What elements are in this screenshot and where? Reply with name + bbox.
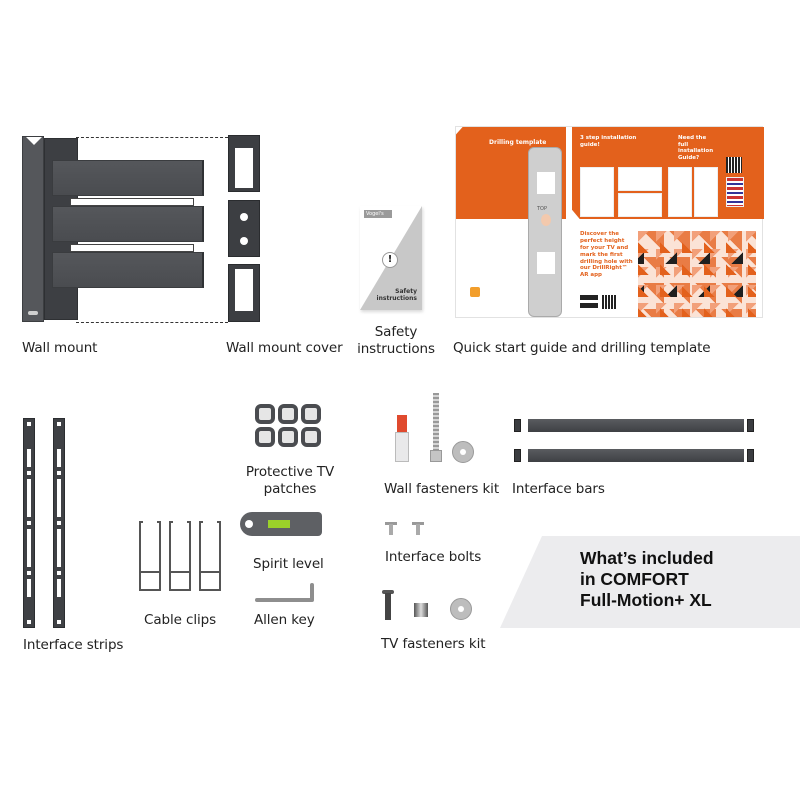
wall-anchor — [395, 432, 409, 462]
label-quick-start-guide: Quick start guide and drilling template — [453, 340, 711, 356]
label-interface-bolts: Interface bolts — [385, 549, 482, 565]
cover-bottom — [228, 264, 260, 322]
dashed-guide-top — [76, 137, 228, 138]
drilling-template-title: Drilling template — [489, 139, 547, 146]
title-line-2: in COMFORT — [580, 569, 689, 589]
allen-key-image — [255, 598, 313, 602]
label-cable-clips: Cable clips — [144, 612, 217, 628]
google-play-badge — [580, 295, 598, 300]
booklet-title-2: instructions — [376, 294, 417, 302]
label-patches-line2: patches — [263, 480, 317, 497]
drilling-template-strip: TOP — [528, 147, 562, 317]
booklet-title-1: Safety — [395, 287, 417, 295]
label-allen-key: Allen key — [254, 612, 315, 628]
step-3b-illustration — [694, 167, 718, 217]
title-line-1: What’s included — [580, 548, 714, 568]
label-wall-mount-cover: Wall mount cover — [226, 340, 343, 356]
step-2b-illustration — [618, 193, 662, 217]
app-qr-code — [602, 295, 616, 309]
cover-middle — [228, 200, 260, 257]
discover-text: Discover the perfect height for your TV … — [580, 231, 633, 279]
label-interface-strips: Interface strips — [23, 637, 124, 653]
wall-anchor-red-cap — [397, 415, 407, 433]
wall-plate — [22, 136, 44, 322]
interface-strip-right — [53, 418, 65, 628]
qr-code — [726, 157, 742, 173]
dashed-guide-bottom — [76, 322, 228, 323]
need-full-guide: Need the full installation Guide? — [678, 135, 714, 161]
label-interface-bars: Interface bars — [512, 481, 605, 497]
interface-bar-top — [528, 419, 744, 432]
interface-bar-bottom — [528, 449, 744, 462]
arm-gap — [70, 198, 194, 206]
cover-top — [228, 135, 260, 192]
spirit-level-image — [240, 512, 322, 536]
label-safety-line1: Safety — [374, 324, 418, 340]
label-wall-fasteners: Wall fasteners kit — [384, 481, 500, 497]
steps-title: 3 step installation guide! — [580, 135, 637, 148]
step-3a-illustration — [668, 167, 692, 217]
app-store-badge — [580, 303, 598, 308]
quick-start-guide-image: Drilling template 3 step installation gu… — [455, 126, 764, 318]
label-spirit-level: Spirit level — [253, 556, 324, 572]
cable-clip — [169, 521, 191, 591]
lag-screw — [433, 393, 439, 451]
arm-gap — [70, 244, 194, 252]
mount-arm-bottom — [52, 252, 204, 288]
label-wall-mount: Wall mount — [22, 340, 98, 356]
label-tv-fasteners: TV fasteners kit — [381, 636, 486, 652]
label-safety-instructions: Safety instructions — [356, 324, 436, 358]
label-safety-line2: instructions — [357, 340, 435, 357]
label-patches-line1: Protective TV — [245, 464, 335, 480]
cable-clip — [199, 521, 221, 591]
language-flags — [726, 177, 744, 207]
cable-clip — [139, 521, 161, 591]
mount-arm-top — [52, 160, 204, 196]
mount-arm-middle — [52, 206, 204, 242]
interface-strip-left — [23, 418, 35, 628]
booklet-brand: Vogel's — [364, 210, 392, 218]
washer — [452, 441, 474, 463]
page-title: What’s included in COMFORT Full-Motion+ … — [580, 548, 714, 611]
vogels-logo-icon — [470, 287, 480, 297]
lag-screw-head — [430, 450, 442, 462]
top-label: TOP — [537, 206, 548, 212]
warning-icon: ! — [382, 252, 398, 268]
step-1-illustration — [580, 167, 614, 217]
allen-key-bend — [310, 583, 314, 602]
title-line-3: Full-Motion+ XL — [580, 590, 712, 610]
step-2a-illustration — [618, 167, 662, 191]
label-protective-patches: Protective TV patches — [238, 464, 342, 498]
ar-geometric-pattern — [638, 231, 756, 317]
title-banner — [500, 536, 800, 628]
